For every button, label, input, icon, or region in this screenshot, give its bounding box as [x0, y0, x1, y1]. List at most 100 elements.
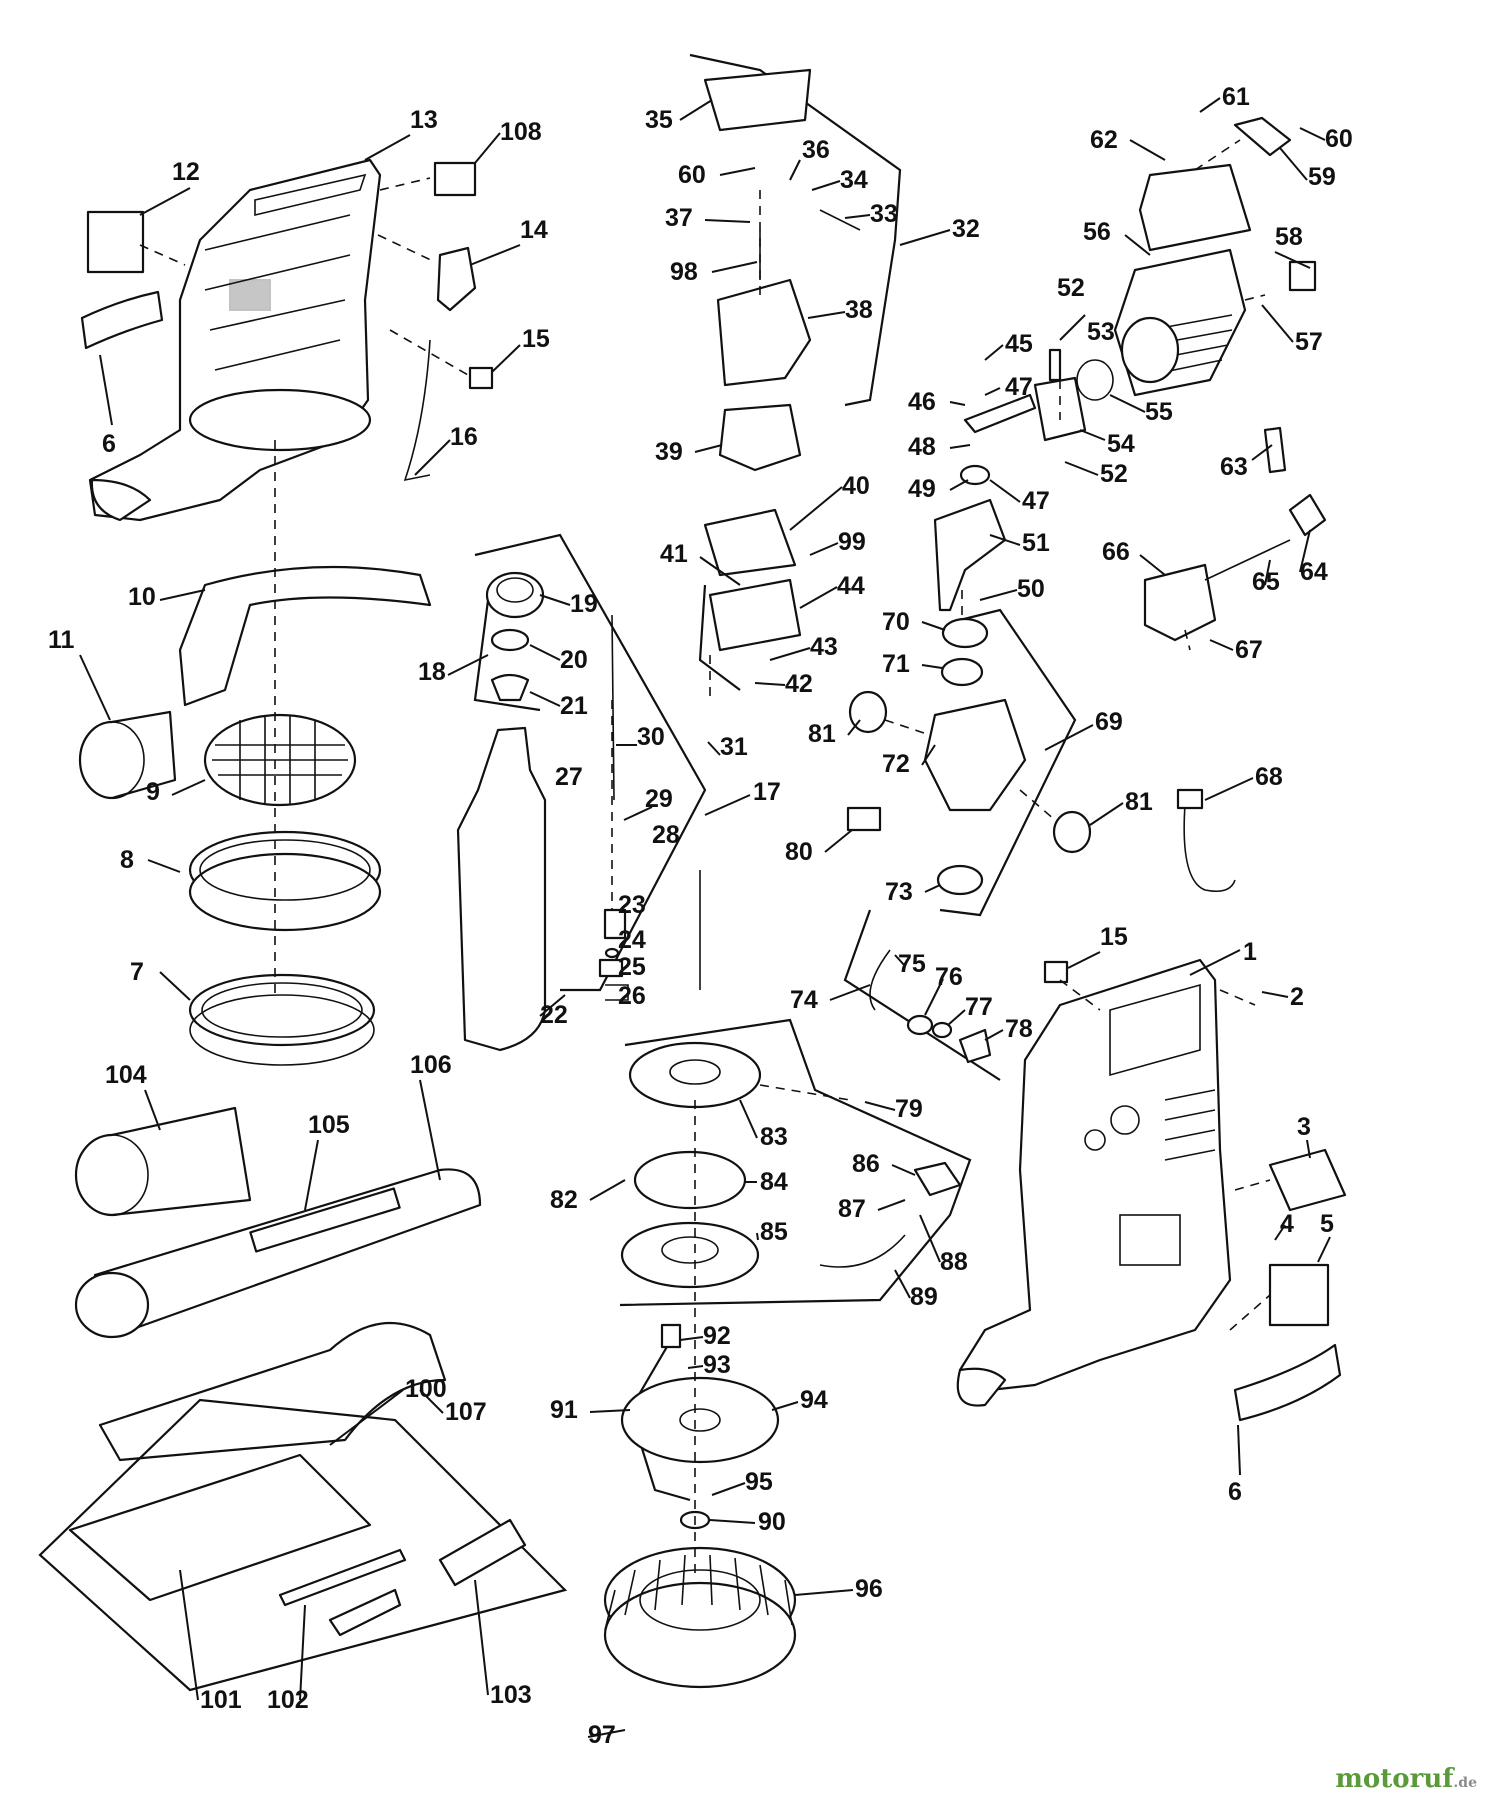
- callout-70: 70: [882, 608, 910, 636]
- callout-47a: 47: [1005, 373, 1033, 401]
- leader-line-23: [529, 691, 561, 707]
- flywheel-96: [603, 1546, 797, 1689]
- scroll-cover-10: [178, 565, 432, 707]
- callout-2: 2: [1290, 983, 1304, 1011]
- callout-98: 98: [670, 258, 698, 286]
- leader-line-19: [704, 794, 751, 816]
- leader-line-56: [1279, 147, 1308, 181]
- bracket-82: [619, 1018, 972, 1307]
- clip-15-left: [468, 366, 494, 390]
- leader-line-39: [769, 647, 811, 661]
- leader-line-86: [877, 1199, 906, 1211]
- callout-41: 41: [660, 540, 688, 568]
- leader-line-46: [949, 479, 969, 491]
- callout-9: 9: [146, 778, 160, 806]
- callout-36: 36: [802, 136, 830, 164]
- magneto-94: [620, 1376, 780, 1464]
- callout-28: 28: [652, 821, 680, 849]
- leader-line-41: [984, 344, 1004, 361]
- grille-3: [1268, 1148, 1347, 1212]
- callout-95: 95: [745, 1468, 773, 1496]
- callout-72: 72: [882, 750, 910, 778]
- callout-5: 5: [1320, 1210, 1334, 1238]
- callout-76: 76: [935, 963, 963, 991]
- clip-26: [605, 984, 629, 1001]
- leader-line-78: [824, 829, 853, 853]
- starter-housing-83: [628, 1041, 762, 1109]
- callout-85: 85: [760, 1218, 788, 1246]
- leader-line-87: [919, 1214, 941, 1263]
- callout-108: 108: [500, 118, 542, 146]
- screwdriver-102: [278, 1548, 407, 1637]
- leader-line-34: [807, 311, 846, 319]
- leader-line-16: [491, 344, 521, 373]
- tool-103: [438, 1518, 527, 1587]
- callout-81a: 81: [808, 720, 836, 748]
- leader-line-106: [419, 1389, 444, 1414]
- callout-1: 1: [1243, 938, 1257, 966]
- callout-96: 96: [855, 1575, 883, 1603]
- leader-line-32: [789, 159, 801, 181]
- axis-12: [139, 244, 186, 266]
- leader-line-24: [539, 994, 566, 1017]
- wire-16: [403, 339, 431, 482]
- decal-6-right: [1233, 1343, 1342, 1422]
- callout-97: 97: [588, 1721, 616, 1749]
- leader-line-38: [754, 682, 786, 686]
- leader-line-42: [949, 401, 966, 406]
- filter-housing-38: [716, 278, 812, 387]
- spring-84: [633, 1150, 747, 1210]
- leader-line-17: [1067, 951, 1101, 969]
- callout-19: 19: [570, 590, 598, 618]
- callout-65: 65: [1252, 568, 1280, 596]
- leader-line-11: [159, 589, 206, 601]
- leader-line-75: [947, 1009, 966, 1026]
- housing-left-half: [88, 158, 382, 522]
- leader-line-47: [979, 589, 1018, 601]
- axis-81-right: [1019, 789, 1056, 821]
- watermark-brand: motoruf: [1335, 1764, 1454, 1794]
- callout-29: 29: [645, 785, 673, 813]
- leader-line-13: [139, 187, 191, 216]
- leader-line-63: [1264, 559, 1271, 586]
- leader-line-105: [419, 1079, 441, 1181]
- leader-line-73: [894, 954, 906, 967]
- block-58: [1288, 260, 1317, 292]
- decal-6-left: [80, 290, 164, 350]
- callout-81b: 81: [1125, 788, 1153, 816]
- callout-55: 55: [1145, 398, 1173, 426]
- callout-44: 44: [837, 572, 865, 600]
- callout-35: 35: [645, 106, 673, 134]
- leader-line-55: [1274, 251, 1311, 269]
- leader-line-8: [159, 971, 191, 1001]
- leader-line-95: [794, 1589, 854, 1596]
- leader-line-53: [1124, 234, 1151, 256]
- leader-line-15: [469, 244, 521, 266]
- callout-87: 87: [838, 1195, 866, 1223]
- callout-80: 80: [785, 838, 813, 866]
- leader-line-72: [829, 984, 871, 1001]
- leader-line-33: [704, 219, 751, 223]
- callout-94: 94: [800, 1386, 828, 1414]
- axis-14: [377, 234, 436, 263]
- leader-line-21: [539, 594, 571, 606]
- leader-line-89: [709, 1519, 756, 1524]
- callout-21: 21: [560, 692, 588, 720]
- callout-68: 68: [1255, 763, 1283, 791]
- axis-79: [759, 1084, 851, 1101]
- callout-92: 92: [703, 1322, 731, 1350]
- callout-34: 34: [840, 166, 868, 194]
- leader-line-101: [299, 1604, 306, 1701]
- callout-23: 23: [618, 891, 646, 919]
- callout-39: 39: [655, 438, 683, 466]
- frame-35: [703, 68, 812, 132]
- leader-line-99: [329, 1389, 404, 1446]
- callout-90: 90: [758, 1508, 786, 1536]
- part-25: [598, 958, 624, 978]
- leader-line-103: [144, 1089, 161, 1131]
- crankshaft-51: [933, 498, 1007, 612]
- axis-5: [1229, 1294, 1271, 1331]
- callout-15b: 15: [1100, 923, 1128, 951]
- callout-18: 18: [418, 658, 446, 686]
